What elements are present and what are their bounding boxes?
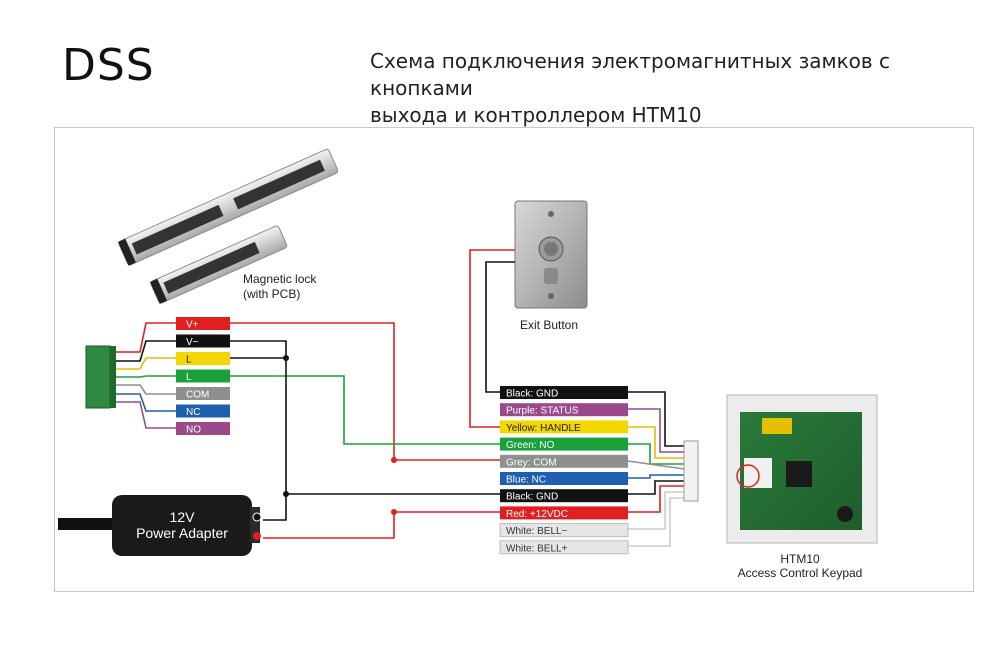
lock-terminal-tag-label: L (186, 372, 192, 383)
lock-terminal-tag: L (176, 369, 230, 383)
keypad-connector (683, 440, 699, 502)
page-title: Схема подключения электромагнитных замко… (370, 48, 980, 129)
magnetic-lock-label-2: (with PCB) (243, 287, 300, 301)
controller-wire-tag: Grey: COM (500, 454, 628, 468)
exit-button-image (514, 200, 588, 309)
controller-wire-tag: Green: NO (500, 437, 628, 451)
logo: DSS (62, 40, 155, 91)
power-adapter-image (58, 495, 262, 556)
lock-terminal-tag: V− (176, 334, 230, 348)
controller-wire-tag: Blue: NC (500, 472, 628, 486)
lock-terminal-tag: L (176, 352, 230, 366)
lock-terminal-tag-label: V+ (186, 320, 199, 331)
exit-button-label: Exit Button (520, 318, 578, 332)
lock-terminal-tag-label: COM (186, 390, 209, 401)
lock-terminal-tag-label: NO (186, 425, 201, 436)
controller-wire-tag-label: Red: +12VDC (506, 509, 568, 520)
controller-wire-tag-label: Grey: COM (506, 457, 557, 468)
power-adapter-label-1: 12V (170, 509, 196, 525)
keypad-image (726, 394, 878, 544)
controller-wire-tag-label: Purple: STATUS (506, 406, 579, 417)
magnetic-lock-image (118, 148, 339, 304)
power-adapter-label-2: Power Adapter (136, 525, 228, 541)
diagram-frame (54, 127, 974, 592)
controller-wire-tag-label: Black: GND (506, 492, 558, 503)
controller-wire-tag: White: BELL− (499, 523, 629, 538)
title-line-1: Схема подключения электромагнитных замко… (370, 49, 891, 100)
controller-wire-tag-label: Black: GND (506, 389, 558, 400)
controller-wire-tag-label: White: BELL+ (506, 543, 568, 554)
keypad-label-1: HTM10 (780, 552, 820, 566)
lock-terminal-tag: NO (176, 422, 230, 436)
lock-terminal-tag: COM (176, 387, 230, 401)
magnetic-lock-label-1: Magnetic lock (243, 272, 317, 286)
lock-terminal-tag: V+ (176, 317, 230, 331)
terminal-block (85, 345, 116, 409)
controller-wire-tag: White: BELL+ (499, 540, 629, 555)
lock-terminal-tag: NC (176, 404, 230, 418)
lock-terminal-tag-label: L (186, 355, 192, 366)
controller-wire-tag: Black: GND (500, 489, 628, 503)
lock-terminal-tag-label: NC (186, 407, 200, 418)
keypad-label-2: Access Control Keypad (738, 566, 863, 580)
lock-terminal-tag-label: V− (186, 337, 199, 348)
controller-wire-tag-label: Blue: NC (506, 475, 546, 486)
controller-wire-tag-label: Yellow: HANDLE (506, 423, 581, 434)
controller-wire-tag: Red: +12VDC (500, 506, 628, 520)
controller-wire-tag: Purple: STATUS (500, 403, 628, 417)
title-line-2: выхода и контроллером HTM10 (370, 103, 702, 127)
controller-wire-tag-label: Green: NO (506, 440, 555, 451)
controller-wire-tag: Black: GND (500, 386, 628, 400)
controller-wire-tag: Yellow: HANDLE (500, 420, 628, 434)
controller-wire-tag-label: White: BELL− (506, 526, 568, 537)
